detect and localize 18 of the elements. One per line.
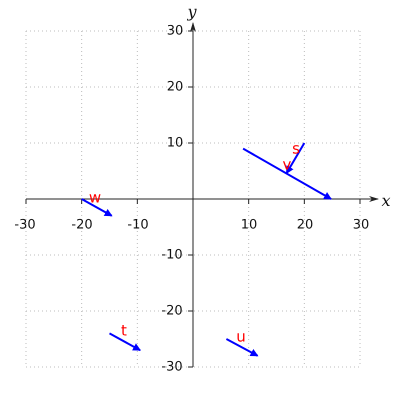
vector-label: u (236, 330, 246, 344)
tick-label: 10 (166, 136, 184, 150)
tick-label: -20 (71, 218, 93, 232)
vector-label: v (282, 158, 292, 172)
tick-label: -10 (127, 218, 149, 232)
vector-label: s (292, 142, 300, 156)
tick-label: -30 (161, 360, 183, 374)
tick-label: 10 (240, 218, 258, 232)
tick-label: 30 (166, 24, 184, 38)
tick-label: -30 (14, 218, 36, 232)
axis-label: y (187, 4, 197, 20)
tick-label: -20 (161, 304, 183, 318)
axis-label: x (381, 193, 391, 209)
vector-label: t (121, 324, 127, 338)
tick-label: 30 (352, 218, 370, 232)
tick-label: -10 (161, 248, 183, 262)
tick-label: 20 (296, 218, 314, 232)
tick-label: 20 (166, 80, 184, 94)
